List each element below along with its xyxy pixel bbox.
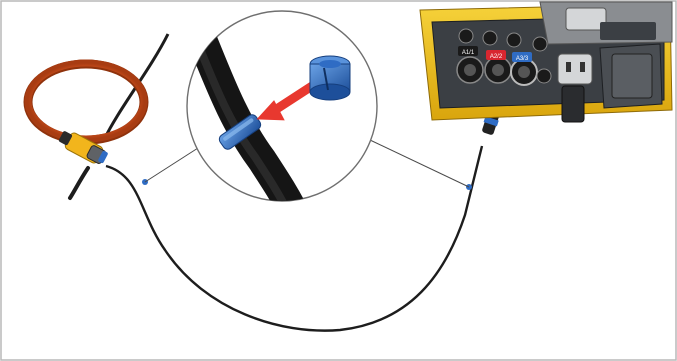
jack-a2: A2/2 [484, 50, 512, 84]
jack-a1-label: A1/1 [462, 50, 475, 56]
instrument-strap [561, 85, 585, 123]
loose-marker-clip [309, 55, 351, 101]
magnified-cable [187, 15, 310, 201]
probe-side-marker [98, 150, 108, 164]
power-inlet [557, 53, 593, 85]
flexible-current-probe [23, 33, 170, 200]
jack-a1: A1/1 [456, 46, 484, 84]
instrument-top-socket [565, 7, 607, 31]
instrument-label-plate [600, 22, 656, 40]
probe-upper-cable [102, 33, 170, 141]
magnified-cable-highlight [187, 23, 292, 201]
probe-lower-cable [68, 166, 90, 200]
jack-a3: A3/3 [510, 52, 538, 86]
insertion-arrow-head [256, 100, 285, 121]
jack-a3-label: A3/3 [516, 56, 529, 62]
probe-output-cable [105, 145, 484, 332]
magnified-detail [186, 10, 378, 202]
zoom-line-right [369, 139, 470, 188]
insertion-arrow-shaft [267, 81, 317, 117]
jack-a2-label: A2/2 [490, 54, 503, 60]
zoom-line-left [144, 147, 199, 183]
jack-top-row [458, 28, 552, 84]
attached-marker-band [218, 114, 262, 150]
instrument-input-panel: A1/1 A2/2 A3/3 [419, 1, 673, 123]
side-compartment-door [611, 53, 653, 99]
